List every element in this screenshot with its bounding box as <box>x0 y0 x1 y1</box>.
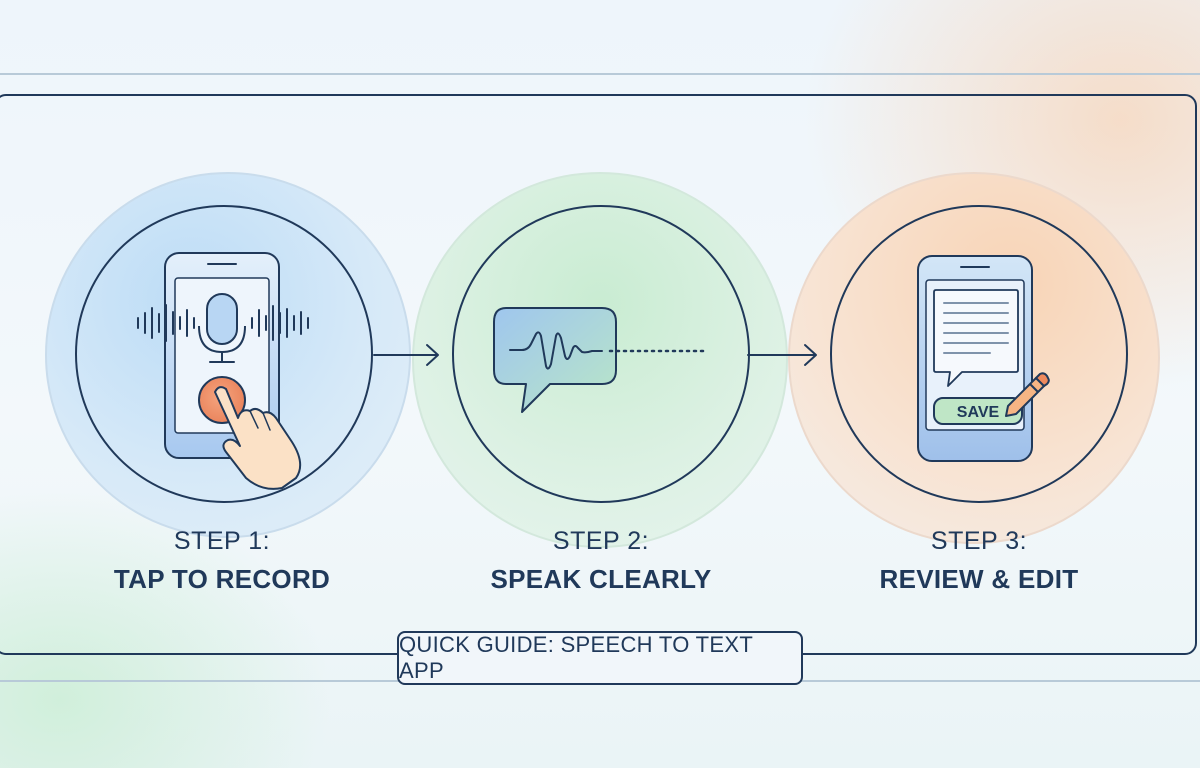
phone-microphone-tap-icon <box>137 252 309 490</box>
save-button[interactable] <box>933 397 1023 425</box>
step-3-label: STEP 3: REVIEW & EDIT <box>829 527 1129 595</box>
speech-bubble-waveform-icon <box>493 307 708 413</box>
step-2-number: STEP 2: <box>552 527 650 555</box>
step-2-label: STEP 2: SPEAK CLEARLY <box>451 527 751 595</box>
arrow-2-icon <box>747 344 817 366</box>
step-3-circle <box>830 205 1128 503</box>
save-label: SAVE <box>957 404 1000 421</box>
quick-guide-label: QUICK GUIDE: SPEECH TO TEXT APP <box>397 631 803 685</box>
step-1-circle <box>75 205 373 503</box>
arrow-1-icon <box>373 344 439 366</box>
phone-document-save-icon: SAVE <box>917 255 1050 462</box>
top-divider <box>0 73 1200 75</box>
pencil-icon <box>1005 372 1050 417</box>
step-3-title: REVIEW & EDIT <box>879 564 1079 594</box>
step-1-number: STEP 1: <box>173 527 271 555</box>
step-2-title: SPEAK CLEARLY <box>490 564 712 594</box>
step-1-label: STEP 1: TAP TO RECORD <box>72 527 372 595</box>
step-1-title: TAP TO RECORD <box>113 564 331 594</box>
step-3-number: STEP 3: <box>930 527 1028 555</box>
